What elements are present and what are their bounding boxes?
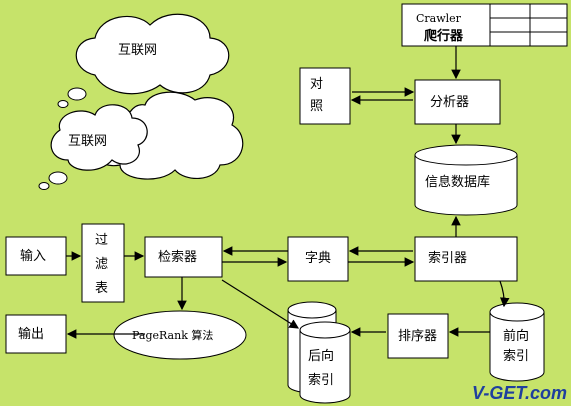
crawler-grid bbox=[489, 3, 568, 47]
info-database: 信息数据库 bbox=[414, 144, 518, 216]
compare-label-1: 对 bbox=[310, 77, 323, 92]
analyzer-label: 分析器 bbox=[430, 95, 469, 110]
sorter-label: 排序器 bbox=[398, 329, 437, 344]
forward-label-1: 前向 bbox=[503, 328, 529, 344]
pagerank-label: PageRank 算法 bbox=[132, 328, 213, 342]
info-db-label: 信息数据库 bbox=[425, 174, 490, 190]
filter-label-3: 表 bbox=[95, 281, 108, 296]
searcher-box: 检索器 bbox=[144, 236, 223, 278]
inverted-index: 后向 索引 bbox=[287, 301, 351, 404]
crawler-label-en: Crawler bbox=[416, 12, 462, 25]
filter-label-1: 过 bbox=[95, 233, 108, 248]
sorter-box: 排序器 bbox=[387, 313, 449, 359]
forward-label-2: 索引 bbox=[503, 349, 529, 364]
internet-label-2: 互联网 bbox=[68, 134, 107, 149]
pagerank-ellipse: PageRank 算法 bbox=[113, 310, 247, 360]
searcher-label: 检索器 bbox=[158, 250, 197, 265]
indexer-box: 索引器 bbox=[414, 236, 518, 282]
filter-label-2: 滤 bbox=[95, 257, 108, 272]
filter-box: 过 滤 表 bbox=[81, 223, 125, 303]
internet-cloud-1: 互联网 bbox=[57, 13, 230, 108]
arrow-indexer-forward bbox=[499, 280, 510, 308]
indexer-label: 索引器 bbox=[428, 251, 467, 266]
internet-label-1: 互联网 bbox=[118, 43, 157, 58]
compare-label-2: 照 bbox=[310, 99, 323, 114]
crawler-label-zh: 爬行器 bbox=[423, 28, 464, 44]
analyzer-box: 分析器 bbox=[414, 79, 501, 125]
inverted-label-2: 索引 bbox=[308, 373, 334, 388]
watermark-logo: V-GET.com bbox=[471, 383, 567, 403]
compare-box: 对 照 bbox=[299, 67, 351, 125]
inverted-label-1: 后向 bbox=[308, 348, 334, 364]
output-box: 输出 bbox=[5, 314, 67, 354]
internet-cloud-2: 互联网 bbox=[38, 91, 244, 190]
arrow-searcher-inverted bbox=[221, 279, 300, 329]
input-box: 输入 bbox=[5, 236, 67, 276]
connector-arrows bbox=[66, 46, 510, 339]
dictionary-label: 字典 bbox=[305, 251, 331, 266]
output-label: 输出 bbox=[18, 326, 44, 342]
dictionary-box: 字典 bbox=[287, 236, 349, 282]
crawler-box: Crawler 爬行器 bbox=[401, 3, 491, 47]
input-label: 输入 bbox=[20, 248, 46, 264]
forward-index: 前向 索引 bbox=[489, 302, 545, 382]
